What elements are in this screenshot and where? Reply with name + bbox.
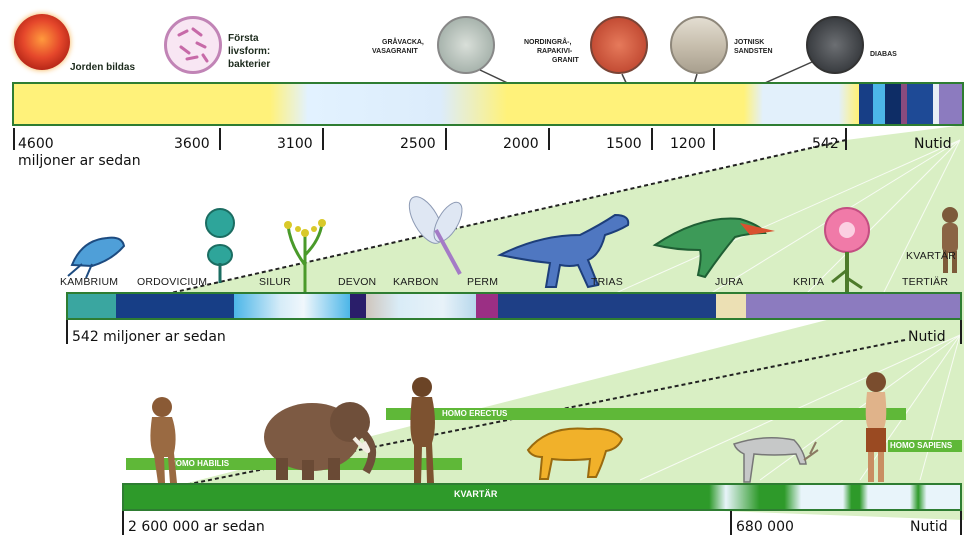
seg-jura (716, 294, 746, 318)
kvartar-bar-label: KVARTÄR (454, 489, 497, 499)
tick-542-mid (66, 320, 68, 344)
mammoth-icon (254, 392, 384, 482)
phanerozoic-segment-navy (859, 84, 873, 124)
tick-label-3100: 3100 (277, 136, 313, 152)
mid-end-label: Nutid (908, 329, 946, 345)
seg-devon (350, 294, 366, 318)
seg-perm (476, 294, 498, 318)
crinoid-icon (200, 205, 240, 285)
tick-680000 (730, 511, 732, 535)
tick-2000 (548, 128, 550, 150)
homo-sapiens-bar: HOMO SAPIENS (888, 440, 962, 452)
tick-542 (845, 128, 847, 150)
mid-start-label: 542 miljoner ar sedan (72, 329, 226, 345)
seg-silur (234, 294, 350, 318)
homo-sapiens-figure (856, 370, 896, 485)
seg-trias (498, 294, 716, 318)
tick-label-2000: 2000 (503, 136, 539, 152)
period-karbon: KARBON (393, 276, 439, 288)
tick-label-1200: 1200 (670, 136, 706, 152)
tick-2500 (445, 128, 447, 150)
period-ordovicium: ORDOVICIUM (137, 276, 207, 288)
seg-karbon (366, 294, 476, 318)
period-devon: DEVON (338, 276, 376, 288)
period-perm: PERM (467, 276, 498, 288)
period-timeline-bar (66, 292, 962, 320)
tick-label-4600: 4600 (18, 136, 54, 152)
bottom-mid-label: 680 000 (736, 519, 794, 535)
tick-label-542: 542 (812, 136, 839, 152)
primate-icon (936, 205, 964, 275)
tick-nutid-bottom (960, 511, 962, 535)
homo-erectus-figure (400, 375, 444, 485)
reindeer-icon (724, 420, 824, 490)
tick-1500 (651, 128, 653, 150)
phanerozoic-segment-purple (939, 84, 962, 124)
tick-1200 (713, 128, 715, 150)
tick-label-1500: 1500 (606, 136, 642, 152)
sabertooth-cat-icon (518, 415, 628, 485)
phanerozoic-segment-blue (907, 84, 933, 124)
seg-kambrium (68, 294, 116, 318)
period-krita: KRITA (793, 276, 824, 288)
kvartar-timeline-bar: KVARTÄR (122, 483, 962, 511)
seg-krita (746, 294, 960, 318)
phanerozoic-segment-cyan (873, 84, 885, 124)
pterosaur-jura-icon (650, 205, 780, 285)
tick-label-nutid-top: Nutid (914, 136, 952, 152)
tick-label-2500: 2500 (400, 136, 436, 152)
tick-nutid-mid (960, 320, 962, 344)
period-kambrium: KAMBRIUM (60, 276, 118, 288)
phanerozoic-segment-dark (885, 84, 901, 124)
homo-erectus-bar: HOMO ERECTUS (386, 408, 906, 420)
bottom-end-label: Nutid (910, 519, 948, 535)
eon-timeline-bar (12, 82, 964, 126)
top-unit-label: miljoner ar sedan (18, 153, 141, 169)
trilobite-icon (62, 220, 132, 280)
tick-label-3600: 3600 (174, 136, 210, 152)
tick-3100 (322, 128, 324, 150)
period-tertiar: TERTIÄR (902, 276, 948, 288)
bottom-start-label: 2 600 000 ar sedan (128, 519, 265, 535)
seg-ordovicium (116, 294, 234, 318)
tick-4600 (13, 128, 15, 150)
period-silur: SILUR (259, 276, 291, 288)
period-trias: TRIAS (591, 276, 623, 288)
tick-2600000 (122, 511, 124, 535)
period-kvartar: KVARTÄR (906, 250, 956, 262)
dragonfly-icon (396, 190, 476, 280)
homo-habilis-figure (138, 395, 188, 485)
period-jura: JURA (715, 276, 743, 288)
tick-3600 (219, 128, 221, 150)
